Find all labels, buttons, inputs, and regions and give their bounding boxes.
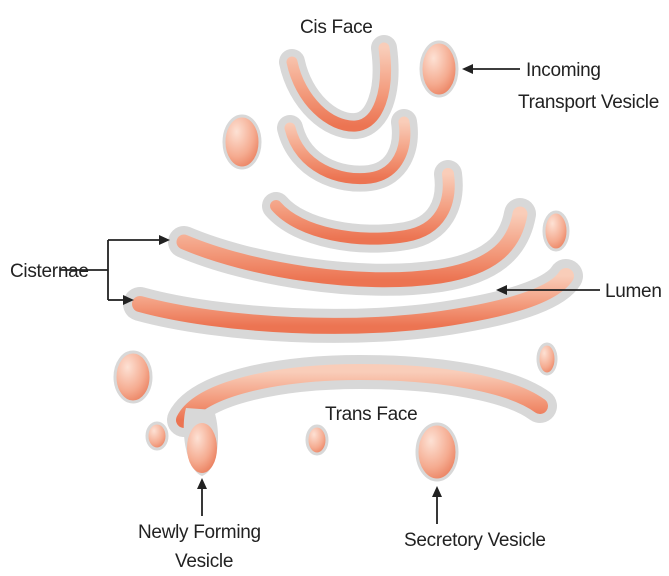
secretory-vesicle-label: Secretory Vesicle [404, 530, 546, 551]
vesicle-right-middle [538, 344, 556, 374]
vesicle-left-middle [115, 352, 151, 402]
cis-face-label: Cis Face [300, 17, 373, 38]
incoming-transport-vesicle [421, 42, 457, 96]
vesicle-small-center [307, 426, 327, 454]
vesicle-right-upper [544, 212, 568, 250]
secretory-vesicle [417, 424, 457, 480]
trans-face-label: Trans Face [325, 404, 417, 425]
lumen-label: Lumen [605, 281, 662, 302]
incoming-label-line1: Incoming [526, 60, 601, 81]
vesicle-small-left [147, 423, 167, 449]
incoming-label-line2: Transport Vesicle [518, 92, 659, 113]
newly-forming-label-line2: Vesicle [175, 551, 233, 572]
cisternae-label: Cisternae [10, 261, 89, 282]
vesicle-left-upper [224, 116, 260, 168]
cisterna-1 [292, 48, 386, 126]
newly-forming-label-line1: Newly Forming [138, 522, 261, 543]
